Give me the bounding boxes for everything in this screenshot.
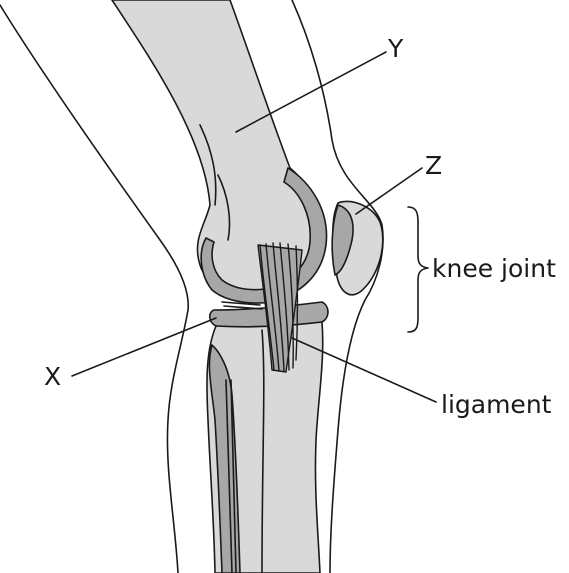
leg-skin-outline-back [0,5,188,573]
label-y: Y [388,36,403,61]
label-knee-joint: knee joint [432,256,556,281]
label-ligament: ligament [441,392,551,417]
pointer-line-x [72,318,216,376]
knee-joint-brace [408,207,428,332]
label-x: X [44,364,61,389]
label-z: Z [425,153,442,178]
